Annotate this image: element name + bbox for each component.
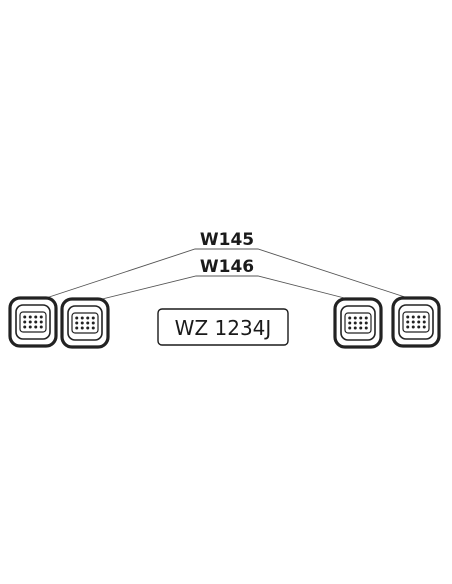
- lamp-outer-right: [391, 296, 441, 348]
- license-plate: WZ 1234J: [157, 308, 289, 346]
- lamp-led-dot: [353, 316, 357, 320]
- lamp-led-dot: [28, 320, 32, 324]
- lamp-led-dot: [348, 321, 352, 325]
- lamp-inner-right: [333, 297, 383, 349]
- lamp-led-dot: [39, 325, 43, 329]
- lamp-led-dot: [359, 321, 363, 325]
- lamp-led-dot: [364, 326, 368, 330]
- lamp-led-dot: [348, 326, 352, 330]
- lamp-led-dot: [422, 325, 426, 329]
- lamp-led-dot: [91, 316, 95, 320]
- lamp-led-dot: [411, 325, 415, 329]
- lamp-led-dot: [348, 316, 352, 320]
- leader-lines-w146: [89, 275, 361, 303]
- lamp-led-dot: [80, 316, 84, 320]
- lamp-led-dot: [417, 325, 421, 329]
- lamp-led-dot: [75, 316, 79, 320]
- lamp-led-dot: [75, 321, 79, 325]
- lamp-led-dot: [353, 321, 357, 325]
- lamp-led-dot: [417, 320, 421, 324]
- lamp-inner-left: [60, 297, 110, 349]
- lamp-led-dot: [91, 321, 95, 325]
- lamp-led-dot: [411, 315, 415, 319]
- lamp-led-dot: [422, 315, 426, 319]
- lamp-led-dot: [364, 321, 368, 325]
- lamp-lens: [67, 305, 103, 341]
- lamp-led-dot: [80, 321, 84, 325]
- lamp-led-dot: [417, 315, 421, 319]
- lamp-outer-left: [8, 296, 58, 348]
- lamp-group: [8, 296, 441, 349]
- lamp-led-dot: [23, 320, 27, 324]
- lamp-led-dot: [353, 326, 357, 330]
- leader-w145-left: [39, 248, 415, 301]
- lamp-led-frame: [71, 312, 99, 334]
- lamp-led-dot: [411, 320, 415, 324]
- lamp-led-dot: [422, 320, 426, 324]
- lamp-led-dot: [28, 315, 32, 319]
- license-plate-text: WZ 1234J: [175, 316, 272, 340]
- lamp-led-frame: [402, 311, 430, 333]
- lamp-led-dot: [91, 326, 95, 330]
- license-plate-frame: [157, 308, 289, 346]
- lamp-led-dot: [406, 325, 410, 329]
- lamp-led-frame: [344, 312, 372, 334]
- lamp-led-dot: [80, 326, 84, 330]
- lamp-led-dot: [39, 320, 43, 324]
- lamp-led-dot: [34, 315, 38, 319]
- lamp-led-dot: [23, 325, 27, 329]
- lamp-led-dot: [359, 316, 363, 320]
- lamp-led-dot: [86, 326, 90, 330]
- lamp-led-dot: [28, 325, 32, 329]
- leader-w146-left: [89, 275, 361, 303]
- lamp-led-dot: [406, 315, 410, 319]
- lamp-led-dot: [364, 316, 368, 320]
- lamp-led-dot: [86, 321, 90, 325]
- lamp-lens: [15, 304, 51, 340]
- lamp-led-frame: [19, 311, 47, 333]
- lamp-led-dot: [75, 326, 79, 330]
- lamp-led-dot: [23, 315, 27, 319]
- leader-lines-w145: [39, 248, 415, 301]
- lamp-led-dot: [39, 315, 43, 319]
- lamp-lens: [340, 305, 376, 341]
- label-w145: W145: [200, 230, 254, 250]
- lamp-led-dot: [86, 316, 90, 320]
- lamp-lens: [398, 304, 434, 340]
- lamp-led-dot: [359, 326, 363, 330]
- label-w146: W146: [200, 257, 254, 277]
- lamp-led-dot: [34, 325, 38, 329]
- lamp-led-dot: [406, 320, 410, 324]
- lamp-led-dot: [34, 320, 38, 324]
